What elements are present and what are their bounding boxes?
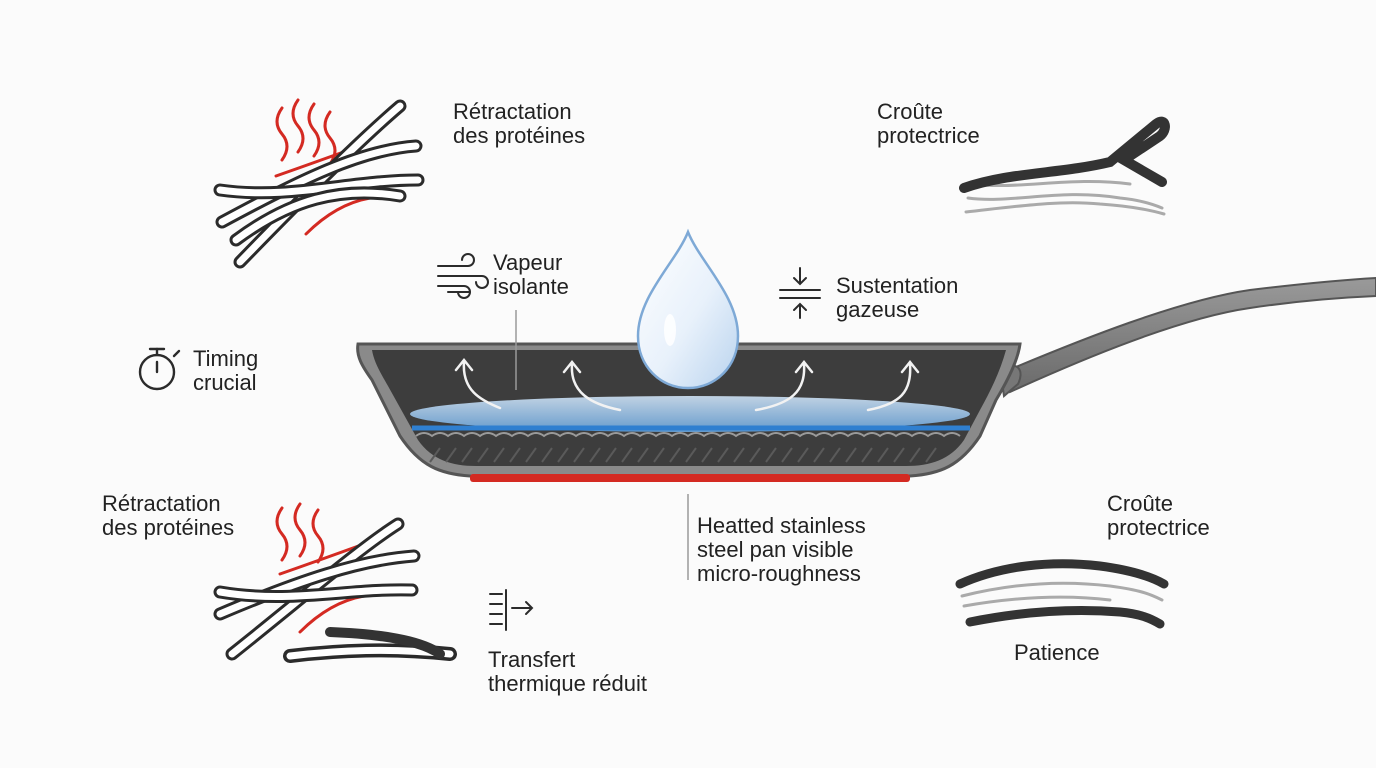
heat-waves-icon <box>274 98 372 236</box>
label-crust-bottom: Croûte protectrice <box>1107 491 1210 540</box>
crust-illustration-top <box>959 116 1170 216</box>
label-pan-note: Heatted stainless steel pan visible micr… <box>697 513 866 586</box>
vapor-cushion <box>410 396 970 432</box>
heat-source <box>470 474 910 482</box>
label-sustentation: Sustentation gazeuse <box>836 273 959 322</box>
label-vapor: Vapeur isolante <box>493 250 569 299</box>
label-protein-retraction-bottom: Rétractation des protéines <box>102 491 235 540</box>
label-timing: Timing crucial <box>193 346 259 395</box>
water-drop-icon <box>636 228 740 390</box>
crust-illustration-bottom <box>955 559 1169 629</box>
label-heat-transfer: Transfert thermique réduit <box>488 647 647 696</box>
label-crust-top: Croûte protectrice <box>877 99 980 148</box>
compress-arrows-icon <box>779 267 821 319</box>
heat-transfer-icon <box>489 589 534 631</box>
protein-retraction-illustration-top <box>213 98 425 269</box>
vapor-arrows <box>454 357 920 412</box>
label-protein-retraction-top: Rétractation des protéines <box>453 99 586 148</box>
frying-pan <box>356 342 1022 482</box>
micro-roughness <box>415 432 961 438</box>
wind-icon <box>437 253 489 299</box>
pan-handle <box>998 276 1376 398</box>
stopwatch-icon <box>138 347 181 391</box>
protein-retraction-illustration-bottom <box>213 502 457 663</box>
fiber-bundle <box>213 99 425 269</box>
label-patience: Patience <box>1014 640 1100 665</box>
